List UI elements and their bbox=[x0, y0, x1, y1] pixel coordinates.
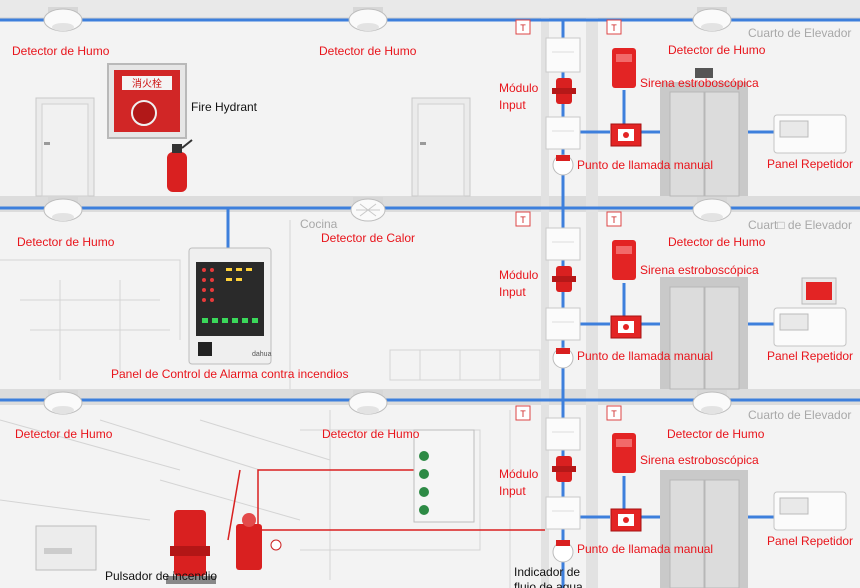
svg-text:T: T bbox=[611, 215, 617, 225]
strobe-siren-label: Sirena estroboscópica bbox=[640, 76, 759, 90]
heat-detector-label: Detector de Calor bbox=[321, 231, 416, 245]
fire-pump-icon bbox=[166, 510, 216, 584]
elevator-icon bbox=[660, 277, 748, 390]
heat-detector-icon bbox=[350, 197, 386, 222]
input-module-box bbox=[545, 37, 581, 73]
strobe-siren-label: Sirena estroboscópica bbox=[640, 453, 759, 467]
smoke-detector-label: Detector de Humo bbox=[668, 43, 766, 57]
elevator-room-label: Cuart□ de Elevador bbox=[748, 218, 852, 232]
smoke-detector-icon bbox=[692, 197, 732, 222]
ceiling-tag-icon: T bbox=[515, 405, 531, 421]
fire-hydrant-cabinet-icon: 消火栓 bbox=[107, 63, 187, 139]
door bbox=[411, 97, 471, 197]
strobe-siren-icon bbox=[612, 240, 636, 280]
smoke-detector-icon bbox=[692, 7, 732, 32]
repeater-panel-icon bbox=[773, 491, 847, 531]
ceiling-tag-icon: T bbox=[515, 211, 531, 227]
elevator-room-label: Cuarto de Elevador bbox=[748, 26, 852, 40]
input-module-label: Módulo Input bbox=[499, 467, 539, 498]
smoke-detector-icon bbox=[43, 390, 83, 415]
smoke-detector-label: Detector de Humo bbox=[17, 235, 115, 249]
fire-extinguisher-icon bbox=[167, 139, 193, 192]
kitchen-label: Cocina bbox=[300, 217, 338, 231]
fire-alarm-panel-label: Panel de Control de Alarma contra incend… bbox=[111, 367, 349, 381]
smoke-detector-label: Detector de Humo bbox=[667, 427, 765, 441]
input-module-label: Módulo Input bbox=[499, 81, 539, 112]
manual-call-point-icon bbox=[610, 123, 642, 147]
input-module-label: Módulo Input bbox=[499, 268, 539, 299]
elevator-icon bbox=[660, 470, 748, 588]
alarm-box-icon bbox=[801, 277, 837, 305]
smoke-detector-icon bbox=[43, 197, 83, 222]
repeater-panel-label: Panel Repetidor bbox=[767, 157, 854, 171]
pump-valve-icon bbox=[236, 513, 282, 570]
input-module-box bbox=[545, 116, 581, 150]
smoke-detector-label: Detector de Humo bbox=[319, 44, 417, 58]
manual-call-point-icon bbox=[610, 315, 642, 339]
input-module-box bbox=[545, 227, 581, 261]
door bbox=[35, 97, 95, 197]
strobe-siren-icon bbox=[612, 48, 636, 88]
smoke-detector-icon bbox=[43, 7, 83, 32]
zone-indicator-panel-icon bbox=[413, 429, 475, 523]
svg-text:T: T bbox=[520, 215, 526, 225]
manual-call-point-label: Punto de llamada manual bbox=[577, 542, 714, 556]
background-sketch bbox=[0, 220, 541, 588]
fire-pump-button-label: Pulsador de incendio bbox=[105, 569, 218, 583]
manual-call-point-icon bbox=[610, 508, 642, 532]
sprinkler-icon bbox=[552, 347, 574, 369]
input-module-box bbox=[545, 417, 581, 451]
smoke-detector-label: Detector de Humo bbox=[15, 427, 113, 441]
water-flow-indicator-label: Indicador de flujo de agua bbox=[514, 565, 583, 588]
hydrant-sign-text: 消火栓 bbox=[132, 77, 162, 90]
fire-hydrant-label: Fire Hydrant bbox=[191, 100, 258, 114]
input-module-box bbox=[545, 496, 581, 530]
svg-text:T: T bbox=[611, 23, 617, 33]
ceiling-tag-icon: T bbox=[606, 19, 622, 35]
panel-brand-text: dahua bbox=[252, 351, 272, 358]
manual-call-point-label: Punto de llamada manual bbox=[577, 349, 714, 363]
smoke-detector-icon bbox=[348, 390, 388, 415]
water-flow-valve-icon bbox=[552, 78, 576, 104]
elevator-room-label: Cuarto de Elevador bbox=[748, 408, 852, 422]
svg-text:T: T bbox=[520, 23, 526, 33]
smoke-detector-label: Detector de Humo bbox=[322, 427, 420, 441]
elevator-icon bbox=[660, 68, 748, 197]
ceiling-tag-icon: T bbox=[606, 405, 622, 421]
ceiling-tag-icon: T bbox=[606, 211, 622, 227]
fire-pump-button-box-icon bbox=[35, 525, 97, 571]
water-flow-indicator-icon bbox=[552, 540, 574, 563]
smoke-detector-icon bbox=[692, 390, 732, 415]
svg-text:T: T bbox=[520, 409, 526, 419]
water-flow-valve-icon bbox=[552, 456, 576, 482]
ceiling-tag-icon: T bbox=[515, 19, 531, 35]
input-module-box bbox=[545, 307, 581, 341]
repeater-panel-icon bbox=[773, 114, 847, 154]
strobe-siren-label: Sirena estroboscópica bbox=[640, 263, 759, 277]
fire-alarm-control-panel-icon: dahua bbox=[188, 247, 272, 365]
repeater-panel-icon bbox=[773, 307, 847, 347]
water-flow-valve-icon bbox=[552, 266, 576, 292]
smoke-detector-label: Detector de Humo bbox=[668, 235, 766, 249]
manual-call-point-label: Punto de llamada manual bbox=[577, 158, 714, 172]
svg-text:T: T bbox=[611, 409, 617, 419]
repeater-panel-label: Panel Repetidor bbox=[767, 534, 854, 548]
repeater-panel-label: Panel Repetidor bbox=[767, 349, 854, 363]
smoke-detector-label: Detector de Humo bbox=[12, 44, 110, 58]
strobe-siren-icon bbox=[612, 433, 636, 473]
sprinkler-icon bbox=[552, 154, 574, 176]
smoke-detector-icon bbox=[348, 7, 388, 32]
